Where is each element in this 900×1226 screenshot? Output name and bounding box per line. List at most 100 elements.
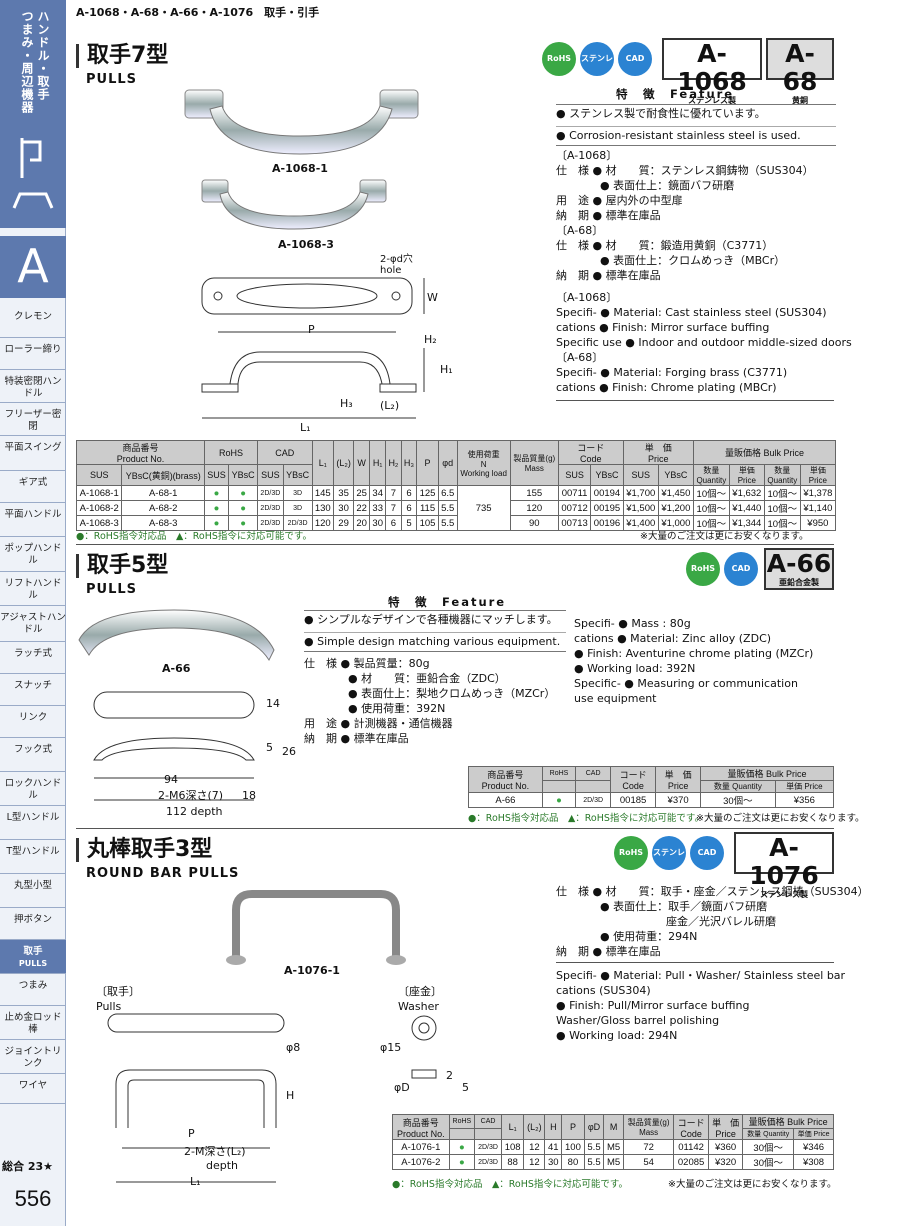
s3-spec-jp: 仕 様 ● 材 質：取手・座金／ステンレス鋼棒（SUS304） ● 表面仕上：取… — [556, 884, 869, 959]
sidebar-item[interactable]: ジョイントリンク — [0, 1040, 66, 1074]
spec-line: cations ● Finish: Mirror surface buffing — [556, 321, 770, 334]
spec-line: 〔A-68〕 — [556, 351, 604, 364]
spec-line: Specifi- ● Material: Forging brass (C377… — [556, 366, 788, 379]
sidebar-item[interactable]: ギア式 — [0, 471, 66, 503]
s2-drawing — [93, 691, 255, 801]
sidebar-item[interactable]: 押ボタン — [0, 908, 66, 940]
pulls-tab: PULLS — [18, 959, 48, 968]
sidebar-item[interactable]: スナッチ — [0, 674, 66, 706]
sidebar-item-label: リフトハンドル — [4, 578, 62, 601]
sidebar-item[interactable]: 止め金ロッド棒 — [0, 1006, 66, 1040]
spec-line: 仕 様 ● 材 質：取手・座金／ステンレス鋼棒（SUS304） — [556, 885, 869, 898]
spec-line: 〔A-68〕 — [556, 224, 604, 237]
s2-note-left: ●：RoHS指令対応品 ▲：RoHS指令に対応可能です。 — [468, 813, 704, 824]
sidebar-item[interactable]: L型ハンドル — [0, 806, 66, 840]
s3-title: 丸棒取手3型 — [76, 838, 212, 862]
spec-line: ● 使用荷重：392N — [304, 702, 446, 715]
s3-washer-label: 〔座金〕 Washer — [398, 985, 442, 1013]
spec-line: 座金／光沢バレル研磨 — [556, 915, 776, 928]
sidebar-item[interactable]: ラッチ式 — [0, 642, 66, 674]
spec-line: 〔A-1068〕 — [556, 149, 618, 162]
sidebar-item[interactable]: 平面スイング — [0, 436, 66, 471]
spec-line: 仕 様 ● 材 質：鍛造用黄銅（C3771） — [556, 239, 774, 252]
sidebar-item[interactable]: T型ハンドル — [0, 840, 66, 874]
sidebar-item-label: スナッチ — [13, 680, 52, 691]
spec-line: cations ● Material: Zinc alloy (ZDC) — [574, 632, 772, 645]
dim-p: P — [308, 323, 315, 336]
sidebar-item[interactable]: リンク — [0, 706, 66, 738]
spec-line: 用 途 ● 計測機器・通信機器 — [304, 717, 453, 730]
sidebar-item[interactable]: アジャストハンドル — [0, 606, 66, 642]
sidebar-item[interactable]: リフトハンドル — [0, 572, 66, 606]
sidebar-item-label: つまみ — [18, 980, 48, 991]
cad-icon: CAD — [724, 552, 758, 586]
spec-line: ● 表面仕上：鏡面バフ研磨 — [556, 179, 735, 192]
dim-94: 94 — [164, 773, 178, 786]
cad-icon: CAD — [618, 42, 652, 76]
spec-line: Washer/Gloss barrel polishing — [556, 1014, 720, 1027]
spec-line: cations (SUS304) — [556, 984, 651, 997]
sidebar-item[interactable]: フック式 — [0, 738, 66, 772]
dim-l2: (L₂) — [380, 399, 400, 412]
s3-note-right: ※大量のご注文は更にお安くなります。 — [668, 1179, 837, 1190]
handle-icon — [12, 138, 54, 209]
s2-img-label: A-66 — [162, 662, 191, 675]
sidebar-item-label: 押ボタン — [13, 914, 52, 925]
rohs-icon: RoHS — [542, 42, 576, 76]
dim-18: 18 — [242, 789, 256, 802]
sidebar-item[interactable]: ローラー締り — [0, 338, 66, 370]
dim-2: 2 — [446, 1069, 453, 1082]
s3-note-left: ●：RoHS指令対応品 ▲：RoHS指令に対応可能です。 — [392, 1179, 628, 1190]
spec-line: 〔A-1068〕 — [556, 291, 618, 304]
sidebar-item-label: ワイヤ — [18, 1080, 48, 1091]
spec-line: Specifi- ● Material: Cast stainless stee… — [556, 306, 827, 319]
spec-line: 納 期 ● 標準在庫品 — [556, 209, 661, 222]
s2-subtitle: PULLS — [86, 582, 138, 597]
dim-m6: 2-M6深さ(7) — [158, 789, 224, 802]
sidebar-item[interactable]: ワイヤ — [0, 1074, 66, 1104]
cad-icon: CAD — [690, 836, 724, 870]
page-number: 556 — [14, 1186, 52, 1211]
sidebar-item-label: アジャストハンドル — [0, 612, 66, 635]
spec-line: ● 材 質：亜鉛合金（ZDC） — [304, 672, 506, 685]
sidebar-item[interactable]: フリーザー密閉 — [0, 403, 66, 436]
sidebar-item-label: クレモン — [13, 311, 52, 322]
sidebar-item[interactable]: ロックハンドル — [0, 772, 66, 806]
dim-h1: H₁ — [440, 363, 453, 376]
dim-5: 5 — [462, 1081, 469, 1094]
spec-line: cations ● Finish: Chrome plating (MBCr) — [556, 381, 777, 394]
spec-line: 納 期 ● 標準在庫品 — [304, 732, 409, 745]
s3-product-image — [226, 890, 406, 965]
sidebar-item[interactable]: 取手 PULLS — [0, 940, 66, 974]
spec-line: ● Working load: 294N — [556, 1029, 678, 1042]
s3-pulls-label: 〔取手〕 Pulls — [96, 985, 140, 1013]
dim-l1: L₁ — [300, 421, 311, 434]
s2-features: ● シンプルなデザインで各種機器にマッチします。 ● Simple design… — [304, 610, 566, 652]
sidebar-item[interactable]: クレモン — [0, 305, 66, 338]
spec-line: 納 期 ● 標準在庫品 — [556, 945, 661, 958]
dim-l1: L₁ — [190, 1175, 201, 1188]
spec-line: 仕 様 ● 材 質：ステンレス鋼鋳物（SUS304） — [556, 164, 814, 177]
dim-h2: H₂ — [424, 333, 437, 346]
s1-note-left: ●：RoHS指令対応品 ▲：RoHS指令に対応可能です。 — [76, 531, 312, 542]
sidebar-item[interactable]: 丸型小型 — [0, 874, 66, 908]
sidebar-item[interactable]: つまみ — [0, 974, 66, 1006]
spec-line: use equipment — [574, 692, 657, 705]
spec-line: Specifi- ● Material: Pull・Washer/ Stainl… — [556, 969, 846, 982]
s3-subtitle: ROUND BAR PULLS — [86, 866, 240, 881]
sidebar-item-label: 取手 — [23, 946, 43, 957]
sidebar-item[interactable]: 特装密閉ハンドル — [0, 370, 66, 403]
spec-line: 仕 様 ● 製品質量：80g — [304, 657, 430, 670]
sidebar-item[interactable]: 平面ハンドル — [0, 503, 66, 537]
s1-title: 取手7型 — [76, 44, 168, 68]
section-letter: A — [0, 236, 66, 298]
s1-product-image-1 — [184, 89, 419, 155]
sidebar-item[interactable]: ポップハンドル — [0, 537, 66, 572]
